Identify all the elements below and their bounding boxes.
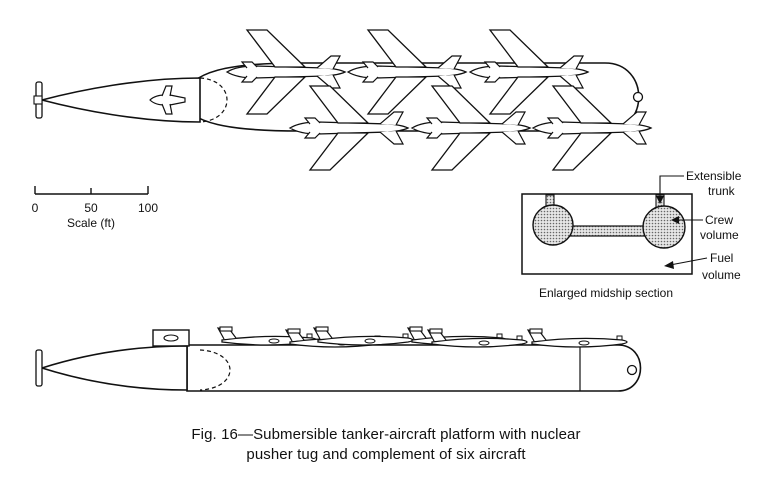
callout-fuel-label: Fuel: [710, 251, 733, 265]
midship-section: [521, 193, 693, 275]
callout-crew-label: Crew: [705, 213, 733, 227]
scale-bar: 0 50 100 Scale (ft): [32, 186, 158, 230]
scale-tick-50: 50: [84, 201, 98, 215]
pusher-tug-side: [35, 345, 231, 391]
callout-fuel-volume-label: volume: [702, 268, 741, 282]
scale-label: Scale (ft): [67, 216, 115, 230]
tanker-side-view: [35, 329, 642, 392]
callout-fuel-volume: Fuel volume: [664, 251, 741, 282]
callout-trunk-label: trunk: [708, 184, 736, 198]
callout-extensible-label: Extensible: [686, 169, 742, 183]
figure-caption-line-2: pusher tug and complement of six aircraf…: [246, 446, 526, 463]
crew-volume-left: [532, 204, 574, 246]
crew-volume-right: [642, 205, 686, 249]
scale-tick-0: 0: [32, 201, 39, 215]
figure-caption-line-1: Fig. 16—Submersible tanker-aircraft plat…: [191, 426, 581, 443]
callout-crew-volume-label: volume: [700, 228, 739, 242]
aircraft-side-3: [313, 326, 414, 346]
scale-tick-100: 100: [138, 201, 158, 215]
aircraft-side-6: [527, 328, 628, 348]
pusher-tug-top: [33, 77, 201, 123]
callout-extensible-trunk: Extensible trunk: [656, 169, 742, 204]
callout-crew-volume: Crew volume: [671, 213, 739, 242]
aircraft-side-5: [427, 328, 528, 348]
midship-section-label: Enlarged midship section: [539, 286, 673, 300]
